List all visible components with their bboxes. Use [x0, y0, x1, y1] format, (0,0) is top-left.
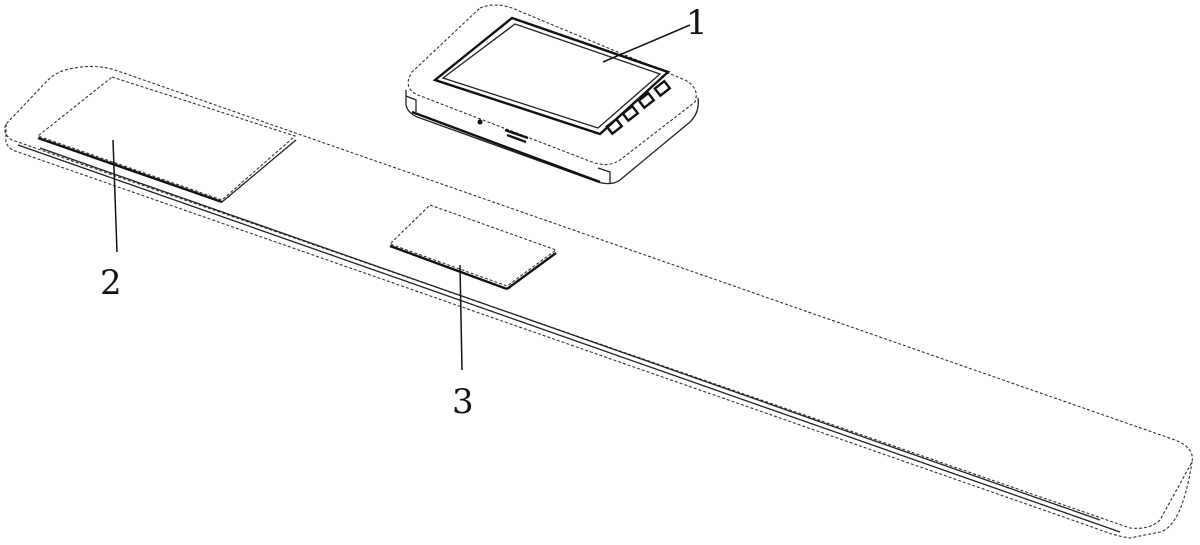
small-pad-right-edge — [506, 252, 557, 290]
leader-line-1 — [602, 24, 691, 63]
leader-line-3 — [459, 264, 463, 371]
device-button-2 — [621, 104, 640, 123]
device-button-4 — [653, 79, 672, 98]
label-device: 1 — [686, 3, 708, 43]
long-strip — [4, 65, 1193, 539]
handheld-device — [405, 4, 699, 185]
leader-line-2 — [112, 139, 118, 253]
device-screen — [432, 16, 671, 136]
device-button-3 — [637, 91, 656, 110]
large-pad-edge — [37, 136, 223, 204]
label-large-pad: 2 — [100, 263, 122, 303]
large-pad-top — [36, 76, 297, 201]
device-foot-right — [597, 167, 611, 184]
small-pad — [388, 204, 558, 291]
device-foot-left — [405, 95, 417, 112]
small-pad-top — [388, 204, 558, 287]
large-pad — [36, 76, 297, 204]
device-bottom-edge — [411, 110, 601, 184]
device-led — [477, 119, 483, 125]
strip-inner-line — [17, 144, 1121, 533]
large-pad-side — [221, 139, 297, 203]
label-small-pad: 3 — [452, 382, 474, 422]
device-body-top — [407, 4, 697, 166]
strip-bottom-edge — [5, 124, 1193, 539]
small-pad-bottom-edge — [389, 244, 508, 291]
device-port — [504, 128, 529, 144]
strip-side-line — [39, 147, 1101, 521]
device-screen-inner — [441, 23, 662, 129]
device-body-front — [405, 90, 699, 185]
device-button-1 — [605, 117, 624, 136]
strip-top-face — [4, 65, 1193, 529]
